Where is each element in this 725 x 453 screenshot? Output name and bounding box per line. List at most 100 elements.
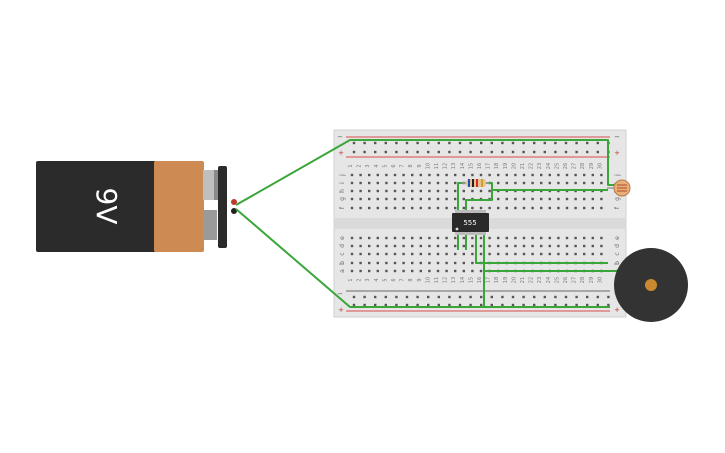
breadboard-hole[interactable] (583, 206, 586, 210)
breadboard-hole[interactable] (393, 269, 397, 273)
breadboard-hole[interactable] (574, 181, 577, 185)
breadboard-hole[interactable] (436, 269, 440, 273)
breadboard-hole[interactable] (411, 181, 414, 185)
breadboard-hole[interactable] (540, 206, 543, 210)
breadboard-hole[interactable] (384, 303, 387, 307)
breadboard-hole[interactable] (436, 206, 440, 210)
breadboard-hole[interactable] (411, 236, 414, 240)
breadboard-hole[interactable] (384, 295, 387, 299)
breadboard-hole[interactable] (448, 303, 451, 307)
breadboard-hole[interactable] (419, 181, 422, 185)
breadboard-hole[interactable] (374, 150, 377, 154)
breadboard-hole[interactable] (514, 206, 517, 210)
breadboard-hole[interactable] (427, 150, 430, 154)
breadboard-hole[interactable] (596, 141, 599, 145)
breadboard-hole[interactable] (454, 236, 457, 240)
breadboard-hole[interactable] (462, 173, 465, 177)
breadboard-hole[interactable] (505, 173, 508, 177)
breadboard-hole[interactable] (352, 295, 356, 299)
breadboard-hole[interactable] (511, 303, 515, 307)
resistor[interactable] (462, 179, 489, 187)
breadboard-hole[interactable] (586, 303, 589, 307)
breadboard-hole[interactable] (596, 303, 599, 307)
breadboard-hole[interactable] (522, 150, 525, 154)
breadboard-hole[interactable] (511, 141, 515, 145)
breadboard-hole[interactable] (393, 181, 397, 185)
breadboard-hole[interactable] (514, 236, 517, 240)
breadboard-hole[interactable] (385, 269, 388, 273)
breadboard-hole[interactable] (533, 141, 536, 145)
breadboard-hole[interactable] (471, 244, 474, 248)
breadboard-hole[interactable] (591, 236, 594, 240)
breadboard-hole[interactable] (575, 303, 578, 307)
breadboard-hole[interactable] (445, 189, 448, 193)
breadboard-hole[interactable] (505, 236, 508, 240)
breadboard-hole[interactable] (548, 173, 551, 177)
breadboard-hole[interactable] (574, 173, 577, 177)
breadboard-hole[interactable] (548, 252, 551, 256)
breadboard-hole[interactable] (402, 244, 405, 248)
breadboard-hole[interactable] (497, 181, 500, 185)
breadboard-hole[interactable] (384, 141, 387, 145)
breadboard-hole[interactable] (583, 236, 586, 240)
breadboard-hole[interactable] (505, 181, 508, 185)
breadboard-hole[interactable] (359, 197, 362, 201)
breadboard-hole[interactable] (490, 295, 493, 299)
breadboard-hole[interactable] (462, 206, 465, 210)
breadboard-hole[interactable] (419, 236, 422, 240)
breadboard-hole[interactable] (522, 173, 526, 177)
wire-battery-negative[interactable] (235, 208, 610, 308)
breadboard-hole[interactable] (471, 261, 474, 265)
breadboard-hole[interactable] (350, 269, 354, 273)
breadboard-hole[interactable] (522, 206, 526, 210)
breadboard-hole[interactable] (548, 197, 551, 201)
breadboard-hole[interactable] (411, 173, 414, 177)
breadboard-hole[interactable] (479, 244, 483, 248)
breadboard-hole[interactable] (583, 173, 586, 177)
breadboard-hole[interactable] (565, 173, 569, 177)
breadboard-hole[interactable] (591, 252, 594, 256)
breadboard-hole[interactable] (350, 236, 354, 240)
breadboard-hole[interactable] (471, 252, 474, 256)
breadboard-hole[interactable] (445, 206, 448, 210)
breadboard-hole[interactable] (591, 206, 594, 210)
breadboard-hole[interactable] (436, 252, 440, 256)
breadboard-hole[interactable] (479, 236, 483, 240)
breadboard-hole[interactable] (352, 303, 356, 307)
breadboard-hole[interactable] (488, 189, 491, 193)
breadboard-hole[interactable] (607, 303, 610, 307)
breadboard-hole[interactable] (350, 206, 354, 210)
breadboard-hole[interactable] (402, 173, 405, 177)
breadboard-hole[interactable] (454, 261, 457, 265)
breadboard-hole[interactable] (543, 295, 546, 299)
breadboard-hole[interactable] (428, 244, 431, 248)
breadboard-hole[interactable] (395, 141, 398, 145)
piezo-buzzer[interactable] (614, 248, 688, 322)
breadboard-hole[interactable] (488, 236, 491, 240)
breadboard-hole[interactable] (600, 197, 603, 201)
breadboard-hole[interactable] (522, 252, 526, 256)
breadboard-hole[interactable] (522, 197, 526, 201)
breadboard-hole[interactable] (428, 252, 431, 256)
breadboard-hole[interactable] (497, 244, 500, 248)
breadboard-hole[interactable] (586, 141, 589, 145)
breadboard-hole[interactable] (350, 261, 354, 265)
breadboard-hole[interactable] (462, 261, 465, 265)
breadboard-hole[interactable] (514, 252, 517, 256)
breadboard-hole[interactable] (393, 189, 397, 193)
breadboard-hole[interactable] (376, 252, 379, 256)
breadboard-hole[interactable] (454, 181, 457, 185)
breadboard-hole[interactable] (586, 295, 589, 299)
breadboard-hole[interactable] (505, 206, 508, 210)
photoresistor[interactable] (607, 179, 631, 197)
breadboard-hole[interactable] (427, 303, 430, 307)
breadboard-hole[interactable] (376, 181, 379, 185)
breadboard-hole[interactable] (480, 150, 483, 154)
breadboard-hole[interactable] (574, 197, 577, 201)
breadboard-hole[interactable] (522, 295, 525, 299)
breadboard-hole[interactable] (497, 252, 500, 256)
breadboard-hole[interactable] (393, 197, 397, 201)
breadboard-hole[interactable] (540, 173, 543, 177)
breadboard-hole[interactable] (557, 173, 560, 177)
breadboard-hole[interactable] (565, 236, 569, 240)
